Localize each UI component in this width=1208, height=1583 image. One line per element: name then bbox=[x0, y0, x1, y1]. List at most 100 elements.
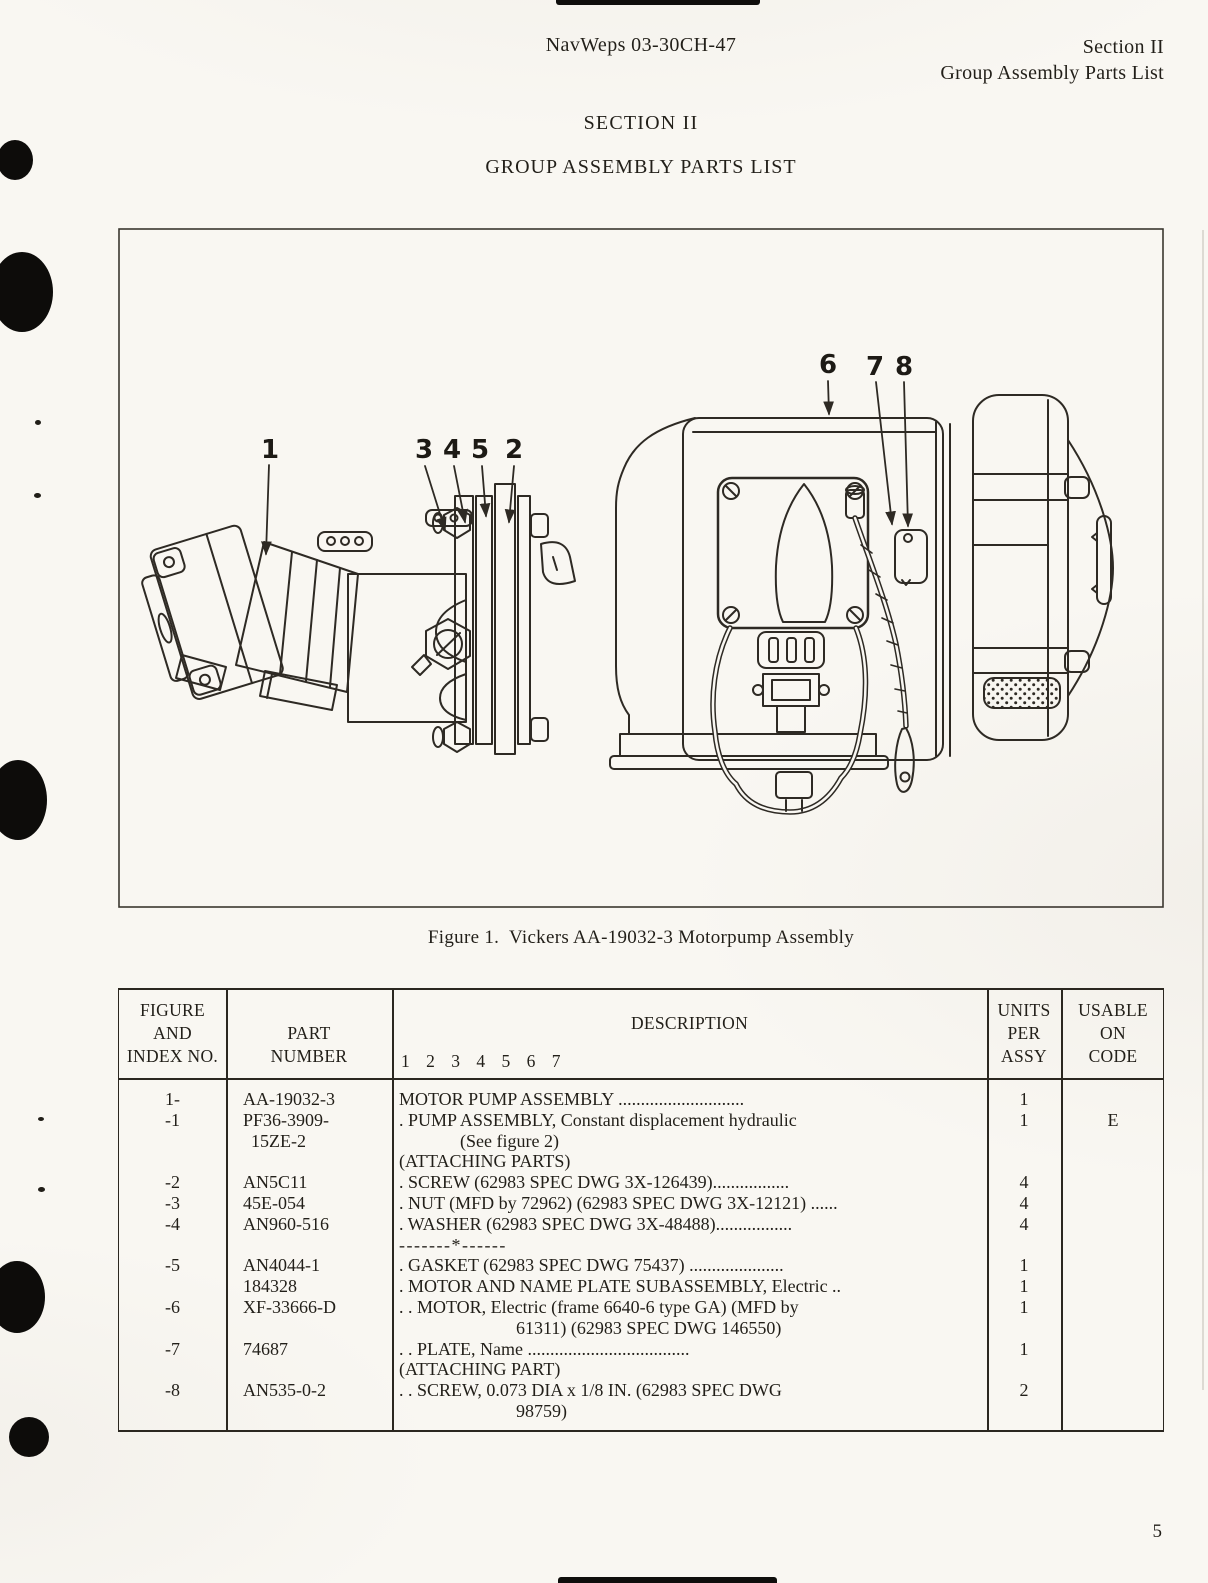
cell-units: 2 bbox=[1019, 1380, 1029, 1401]
cell-description: . GASKET (62983 SPEC DWG 75437) ........… bbox=[399, 1255, 784, 1276]
figure-border bbox=[118, 228, 1164, 908]
cell-part-number: XF-33666-D bbox=[243, 1296, 336, 1317]
scan-edge-bar-bottom bbox=[558, 1577, 777, 1583]
cell-figure-index: 1- bbox=[165, 1089, 180, 1109]
binding-hole-mark bbox=[0, 252, 53, 332]
cell-part-number: AN5C11 bbox=[243, 1172, 308, 1193]
cell-usable-code: E bbox=[1107, 1109, 1119, 1130]
cell-units: 4 bbox=[1019, 1213, 1029, 1234]
cell-units: 1 bbox=[1019, 1255, 1029, 1276]
cell-part-number: AA-19032-3 bbox=[243, 1089, 335, 1109]
cell-description: . SCREW (62983 SPEC DWG 3X-126439)......… bbox=[399, 1172, 790, 1193]
callout-label-6: 6 bbox=[819, 350, 837, 380]
table-row: -7 74687 . . PLATE, Name ...............… bbox=[119, 1339, 1163, 1360]
cell-usable-code bbox=[1061, 1255, 1165, 1276]
cell-description: . PUMP ASSEMBLY, Constant displacement h… bbox=[399, 1109, 797, 1130]
attaching-parts-separator: -------*------ bbox=[399, 1234, 507, 1255]
cell-usable-code bbox=[1061, 1214, 1165, 1235]
cell-part-number: AN960-516 bbox=[243, 1213, 329, 1234]
cell-figure-index: -7 bbox=[165, 1338, 180, 1359]
cell-units: 1 bbox=[1019, 1276, 1029, 1297]
column-header-part-number: PART NUMBER bbox=[270, 1023, 348, 1066]
callout-label-7: 7 bbox=[866, 352, 884, 382]
cell-description: . . SCREW, 0.073 DIA x 1/8 IN. (62983 SP… bbox=[399, 1380, 782, 1401]
callout-label-4: 4 bbox=[443, 435, 461, 465]
column-header-figure-index: FIGURE AND INDEX NO. bbox=[126, 1000, 219, 1066]
scan-speck bbox=[35, 420, 41, 425]
cell-part-number: 74687 bbox=[243, 1338, 288, 1359]
scan-speck bbox=[38, 1117, 44, 1121]
cell-units: 1 bbox=[1019, 1296, 1029, 1317]
table-body: 1- AA-19032-3 MOTOR PUMP ASSEMBLY ......… bbox=[119, 1079, 1163, 1430]
description-indent-levels: 1 2 3 4 5 6 7 bbox=[401, 1051, 567, 1071]
table-row: -5 AN4044-1 . GASKET (62983 SPEC DWG 754… bbox=[119, 1255, 1163, 1276]
cell-units: 1 bbox=[1019, 1089, 1029, 1109]
table-row-note: (ATTACHING PART) bbox=[119, 1359, 1163, 1380]
table-row-note: (ATTACHING PARTS) bbox=[119, 1151, 1163, 1172]
cell-units: 1 bbox=[1019, 1338, 1029, 1359]
cell-figure-index bbox=[119, 1276, 226, 1297]
cell-usable-code bbox=[1061, 1380, 1165, 1401]
pump-assembly-drawing bbox=[141, 509, 473, 723]
bell-housing-drawing bbox=[540, 417, 889, 770]
cell-description: . MOTOR AND NAME PLATE SUBASSEMBLY, Elec… bbox=[399, 1276, 842, 1297]
table-rule bbox=[1061, 990, 1063, 1430]
table-rule bbox=[392, 990, 394, 1430]
table-header-rule bbox=[119, 1078, 1163, 1080]
binding-hole-mark bbox=[0, 1261, 45, 1333]
cell-part-number: 15ZE-2 bbox=[251, 1130, 306, 1151]
running-header-section: Section II bbox=[1082, 36, 1164, 58]
cell-figure-index: -4 bbox=[165, 1213, 180, 1234]
cell-usable-code bbox=[1061, 1089, 1165, 1110]
cell-figure-index: -2 bbox=[165, 1172, 180, 1193]
cell-description: (ATTACHING PARTS) bbox=[399, 1151, 571, 1172]
flange-gasket-stack-drawing bbox=[411, 483, 549, 755]
table-rule bbox=[226, 990, 228, 1430]
cell-part-number: 45E-054 bbox=[243, 1192, 305, 1213]
figure-frame: 1 3 4 5 2 6 7 8 bbox=[118, 228, 1164, 908]
motor-wires-drawing bbox=[710, 625, 869, 815]
cell-usable-code bbox=[1061, 1172, 1165, 1193]
cell-description: (ATTACHING PART) bbox=[399, 1359, 561, 1380]
scan-speck bbox=[38, 1187, 45, 1192]
scan-edge-bar-top bbox=[556, 0, 760, 5]
table-row-separator: -------*------ bbox=[119, 1235, 1163, 1256]
running-header-list-title: Group Assembly Parts List bbox=[940, 62, 1164, 84]
callout-label-1: 1 bbox=[261, 435, 279, 465]
binding-hole-mark bbox=[0, 140, 33, 180]
table-rule bbox=[987, 990, 989, 1430]
cell-figure-index: -8 bbox=[165, 1380, 180, 1401]
callout-leaders bbox=[261, 380, 914, 556]
table-row-continuation: 61311) (62983 SPEC DWG 146550) bbox=[119, 1318, 1163, 1339]
cell-units: 4 bbox=[1019, 1172, 1029, 1193]
cell-description: (See figure 2) bbox=[460, 1130, 559, 1151]
cell-description: MOTOR PUMP ASSEMBLY ....................… bbox=[399, 1089, 745, 1109]
cell-description: . . MOTOR, Electric (frame 6640-6 type G… bbox=[399, 1296, 799, 1317]
cell-part-number: 184328 bbox=[243, 1276, 297, 1297]
motor-cover-plate-drawing bbox=[716, 476, 870, 733]
twisted-cable-drawing bbox=[852, 515, 915, 793]
column-header-description: DESCRIPTION 1 2 3 4 5 6 7 bbox=[401, 1013, 749, 1071]
binding-hole-mark bbox=[0, 760, 47, 840]
cell-part-number: AN4044-1 bbox=[243, 1255, 320, 1276]
running-header-right: Section II Group Assembly Parts List bbox=[940, 34, 1164, 86]
binding-hole-mark bbox=[9, 1417, 49, 1457]
table-row: -6 XF-33666-D . . MOTOR, Electric (frame… bbox=[119, 1297, 1163, 1318]
table-row-continuation: 15ZE-2 (See figure 2) bbox=[119, 1131, 1163, 1152]
table-header-row: FIGURE AND INDEX NO. PART NUMBER DESCRIP… bbox=[119, 990, 1163, 1078]
end-cap-drawing bbox=[972, 394, 1114, 741]
document-reference: NavWeps 03-30CH-47 bbox=[545, 34, 737, 56]
table-row: -4 AN960-516 . WASHER (62983 SPEC DWG 3X… bbox=[119, 1214, 1163, 1235]
scan-edge-line bbox=[1202, 230, 1204, 1390]
motor-body-drawing bbox=[682, 417, 951, 761]
cell-figure-index: -5 bbox=[165, 1255, 180, 1276]
cell-part-number: AN535-0-2 bbox=[243, 1380, 326, 1401]
table-row: -1 PF36-3909- . PUMP ASSEMBLY, Constant … bbox=[119, 1110, 1163, 1131]
cell-description: . WASHER (62983 SPEC DWG 3X-48488)......… bbox=[399, 1213, 793, 1234]
callout-label-8: 8 bbox=[895, 352, 913, 382]
table-row: -3 45E-054 . NUT (MFD by 72962) (62983 S… bbox=[119, 1193, 1163, 1214]
cell-part-number: PF36-3909- bbox=[243, 1109, 330, 1130]
cell-description: 61311) (62983 SPEC DWG 146550) bbox=[516, 1317, 782, 1338]
callout-label-3: 3 bbox=[415, 435, 433, 465]
